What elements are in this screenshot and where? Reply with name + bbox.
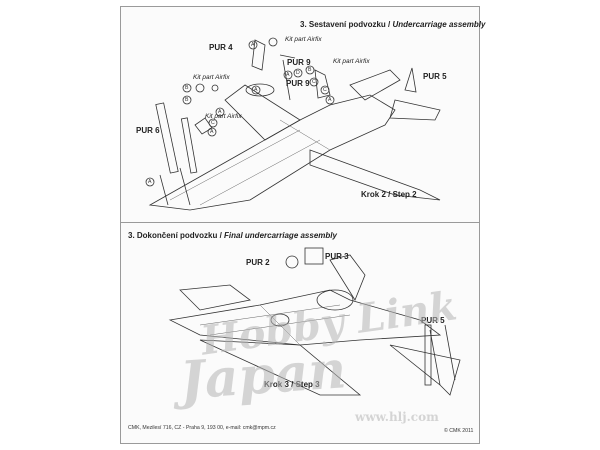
callout-pur5: PUR 5 bbox=[421, 316, 445, 325]
callout-pur5: PUR 5 bbox=[423, 72, 447, 81]
part-letter: A bbox=[218, 109, 222, 115]
part-letter: C bbox=[211, 120, 215, 126]
part-letter-markers bbox=[145, 40, 335, 187]
callout-pur2: PUR 2 bbox=[246, 258, 270, 267]
part-letter: C bbox=[323, 87, 327, 93]
aircraft-drawing-step-3 bbox=[168, 247, 461, 396]
part-letter: B bbox=[185, 85, 189, 91]
part-letter: B bbox=[308, 67, 312, 73]
aircraft-drawing-step-2 bbox=[148, 37, 441, 211]
step-label: Krok 2 / Step 2 bbox=[361, 190, 417, 199]
callout-pur4: PUR 4 bbox=[209, 43, 233, 52]
footer-copyright: © CMK 2011 bbox=[444, 428, 474, 434]
part-letter: C bbox=[312, 79, 316, 85]
watermark-logo: Japan bbox=[178, 339, 349, 412]
kit-part-note: Kit part Airfix bbox=[193, 74, 230, 81]
callout-pur9: PUR 9 bbox=[286, 79, 310, 88]
callout-pur9: PUR 9 bbox=[287, 58, 311, 67]
callout-pur6: PUR 6 bbox=[136, 126, 160, 135]
section-heading-undercarriage: 3. Sestavení podvozku / Undercarriage as… bbox=[300, 20, 486, 29]
part-letter: A bbox=[328, 97, 332, 103]
kit-part-note: Kit part Airfix bbox=[285, 36, 322, 43]
section-heading-final: 3. Dokončení podvozku / Final undercarri… bbox=[128, 231, 337, 240]
instruction-sheet bbox=[120, 6, 480, 444]
kit-part-note: Kit part Airfix bbox=[205, 113, 242, 120]
part-letter: D bbox=[296, 70, 300, 76]
part-letter: A bbox=[148, 179, 152, 185]
part-letter: B bbox=[185, 97, 189, 103]
part-letter: A bbox=[210, 129, 214, 135]
watermark-url: www.hlj.com bbox=[355, 410, 439, 424]
callout-pur3: PUR 3 bbox=[325, 252, 349, 261]
kit-part-note: Kit part Airfix bbox=[333, 58, 370, 65]
part-letter: A bbox=[286, 72, 290, 78]
part-letter: A bbox=[251, 42, 255, 48]
footer-address: CMK, Mezilesí 716, CZ - Praha 9, 193 00,… bbox=[128, 425, 276, 431]
section-divider bbox=[120, 222, 480, 223]
part-letter: A bbox=[254, 87, 258, 93]
step-label: Krok 3 / Step 3 bbox=[264, 380, 320, 389]
